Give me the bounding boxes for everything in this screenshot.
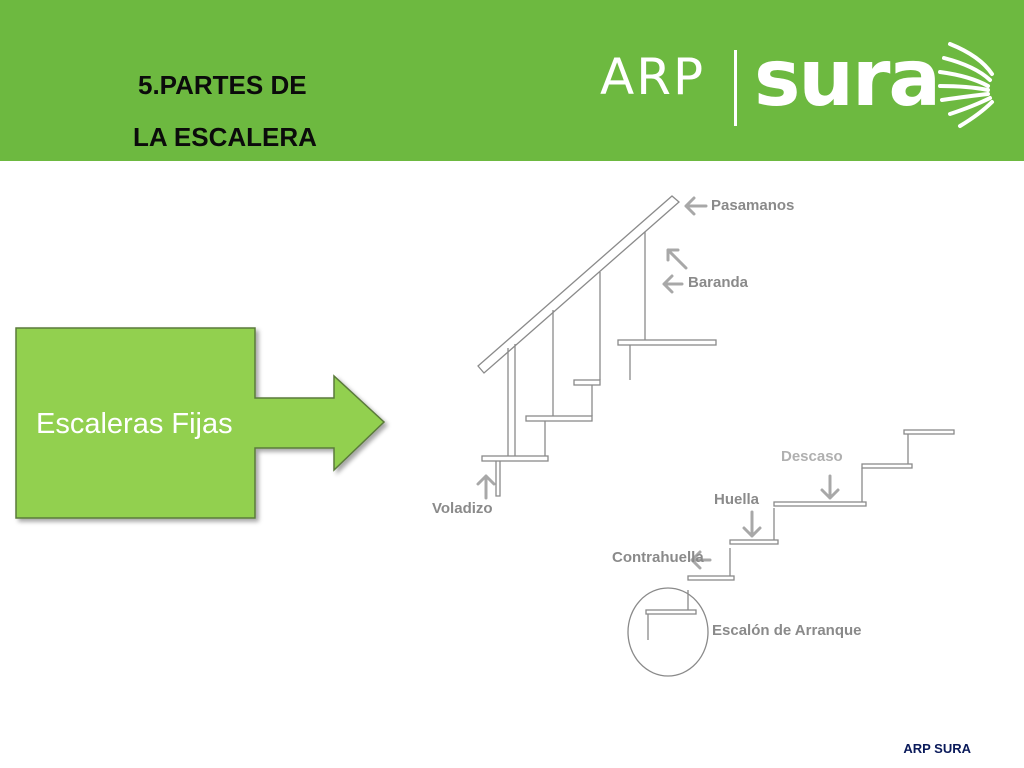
label-descaso: Descaso [781,448,843,465]
label-voladizo: Voladizo [432,500,493,517]
callout-arrow [15,327,386,519]
logo-divider [734,50,737,126]
sun-rays-icon [938,42,994,128]
page-title-line-1: 5.PARTES DE [138,70,307,100]
logo-sura-text: sura [754,34,941,124]
label-escalon-arranque: Escalón de Arranque [712,622,862,639]
header-bar: 5.PARTES DE LA ESCALERA ARP sura [0,0,1024,161]
page-title-line-2: LA ESCALERA [133,122,317,152]
logo-arp-text: ARP [600,48,706,106]
label-baranda: Baranda [688,274,749,291]
stair-parts-diagram [476,195,955,677]
label-huella: Huella [714,491,760,508]
footer-brand: ARP SURA [903,741,971,756]
callout-label: Escaleras Fijas [36,408,233,440]
label-contrahuella: Contrahuella [612,549,704,566]
label-pasamanos: Pasamanos [711,197,795,214]
arp-sura-logo: ARP sura [590,34,1020,136]
